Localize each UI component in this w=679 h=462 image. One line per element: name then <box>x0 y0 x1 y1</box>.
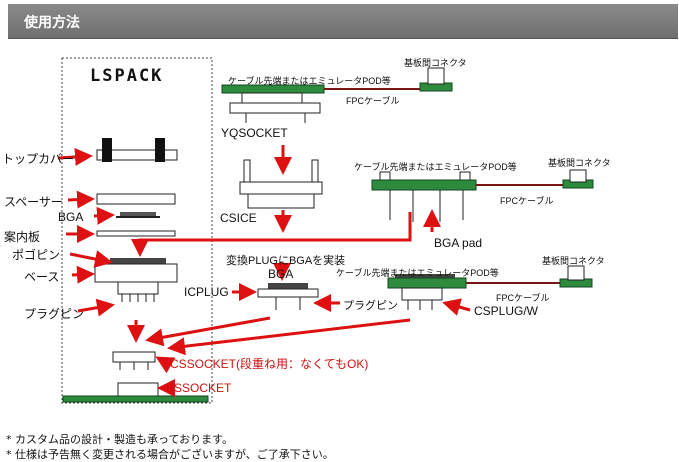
arrow-icplug-to-cssocket <box>145 316 271 347</box>
label-cssocket: CSSOCKET(段重ね用：なくてもOK) <box>170 357 369 371</box>
arrow-spacer <box>67 190 95 209</box>
label-fpc-3: FPCケーブル <box>496 293 550 303</box>
label-pogo-pin: ポゴピン <box>12 248 61 262</box>
section-title: 使用方法 <box>24 15 80 31</box>
arrow-bga <box>93 206 115 225</box>
arrow-bga-pad-route <box>131 212 412 257</box>
cssocket-part <box>112 351 156 370</box>
label-connector-1: 基板間コネクタ <box>404 58 467 68</box>
label-yqsocket: YQSOCKET <box>221 126 288 140</box>
label-bssocket: BSSOCKET <box>166 381 232 395</box>
fpc-assembly-2 <box>371 169 594 222</box>
label-convert: 変換PLUGにBGAを実装 <box>226 255 346 267</box>
label-connector-3: 基板間コネクタ <box>542 256 605 266</box>
label-cable-1: ケーブル先端またはエミュレータPOD等 <box>228 76 391 86</box>
arrow-csplug-to-cssocket <box>167 318 411 356</box>
spacer-part <box>96 193 176 205</box>
label-plug-pin-2: プラグピン <box>343 300 398 312</box>
label-bga: BGA <box>58 210 84 224</box>
lspack-title: LSPACK <box>90 66 164 86</box>
base-part <box>94 258 178 302</box>
label-cable-2: ケーブル先端またはエミュレータPOD等 <box>354 162 517 172</box>
label-connector-2: 基板間コネクタ <box>548 158 611 168</box>
csice-part <box>239 159 323 209</box>
label-fpc-1: FPCケーブル <box>346 96 400 106</box>
label-fpc-2: FPCケーブル <box>500 196 554 206</box>
label-bga-2: BGA <box>268 267 294 281</box>
fpc-assembly-1 <box>221 67 453 123</box>
note-custom: * カスタム品の設計・製造も承っております。 <box>6 433 234 446</box>
label-guide-plate: 案内板 <box>4 230 41 244</box>
bga-part <box>116 212 160 218</box>
arrow-base <box>71 265 95 284</box>
arrow-pogo-pin <box>69 250 113 268</box>
note-spec-change: * 仕様は予告無く変更される場合がございますが、ご了承下さい。 <box>6 448 334 461</box>
arrow-top-cover <box>57 147 93 166</box>
top-cover-part <box>96 138 178 162</box>
label-base: ベース <box>24 270 60 284</box>
lspack-dashed-box <box>61 57 213 404</box>
label-csice: CSICE <box>220 211 257 225</box>
guide-plate-part <box>96 230 176 237</box>
fpc-assembly-3 <box>387 265 593 310</box>
arrow-cssocket-label <box>155 356 176 374</box>
label-icplug: ICPLUG <box>184 285 229 299</box>
arrow-plug-pin <box>77 298 115 317</box>
icplug-part <box>257 283 319 310</box>
label-cable-3: ケーブル先端またはエミュレータPOD等 <box>336 268 499 278</box>
label-csplug: CSPLUG/W <box>474 304 539 318</box>
label-plug-pin: プラグピン <box>24 307 85 321</box>
section-header: 使用方法 <box>8 4 678 39</box>
label-spacer: スペーサー <box>4 195 63 209</box>
label-top-cover: トップカバー <box>2 152 75 166</box>
arrows <box>57 145 471 397</box>
arrow-csplug <box>442 298 471 316</box>
label-bga-pad: BGA pad <box>434 236 483 250</box>
